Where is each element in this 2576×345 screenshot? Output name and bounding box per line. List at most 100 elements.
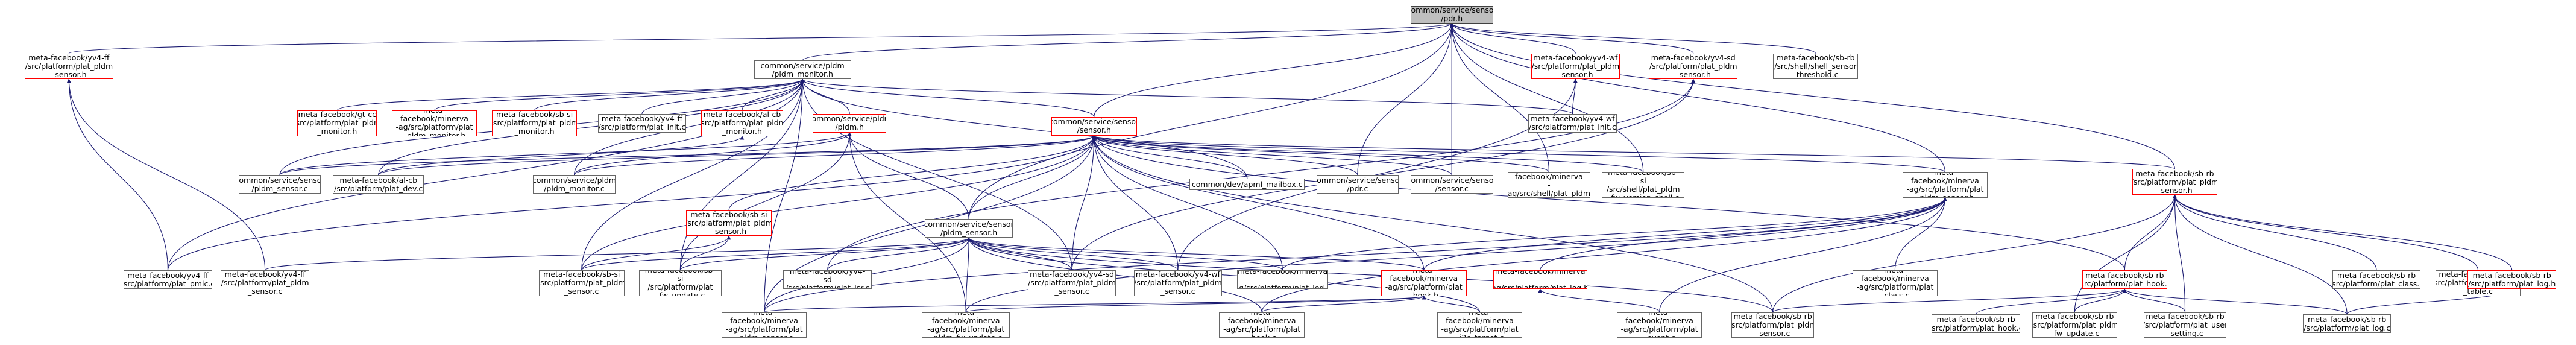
edge-minerva_led-to-pldm_sensor_h (966, 237, 1283, 271)
edge-sbrb_sensor_table-to-sbrb_sensor_h (2173, 194, 2479, 271)
node-sensor-c[interactable]: common/service/sensor /sensor.c (1410, 175, 1493, 194)
node-pldm-monitor-c[interactable]: common/service/pldm /pldm_monitor.c (533, 175, 616, 194)
edge-minerva_pldm_sensor_c-to-minerva_hook_h (764, 295, 1426, 313)
node-minerva-plat-hook-h[interactable]: meta-facebook/minerva -ag/src/platform/p… (1381, 270, 1467, 296)
node-yv4sd-plat-isr-c[interactable]: meta-facebook/yv4-sd /src/platform/plat_… (783, 270, 872, 290)
edge-yv4wf_init-to-pldm_monitor_h (801, 78, 1573, 115)
node-minerva-plat-event-c[interactable]: meta-facebook/minerva -ag/src/platform/p… (1616, 312, 1702, 338)
edge-sbrb_fw_update-to-sbrb_hook_h (2074, 288, 2127, 312)
node-pldm-h[interactable]: common/service/pldm /pldm.h (813, 113, 887, 133)
node-gtcc-plat-pldm-monitor-h[interactable]: meta-facebook/gt-cc /src/platform/plat_p… (297, 110, 377, 136)
node-sbrb-plat-pldm-fw-update-c[interactable]: meta-facebook/sb-rb /src/platform/plat_p… (2032, 312, 2118, 338)
node-alcb-plat-dev-c[interactable]: meta-facebook/al-cb /src/platform/plat_d… (332, 175, 424, 194)
node-yv4sd-plat-pldm-sensor-h[interactable]: meta-facebook/yv4-sd /src/platform/plat_… (1649, 53, 1737, 80)
edge-pdr_c-to-root (1357, 22, 1454, 176)
edge-alcb_dev-to-alcb_monitor (378, 135, 745, 176)
node-sbsi-plat-pldm-monitor-h[interactable]: meta-facebook/sb-si /src/platform/plat_p… (491, 110, 578, 136)
node-alcb-plat-pldm-monitor-h[interactable]: meta-facebook/al-cb /src/platform/plat_p… (701, 110, 784, 136)
edge-sbrb_sensor_h-to-root (1449, 22, 2175, 169)
edge-pldm_h-to-pldm_monitor_h (800, 78, 850, 114)
node-minerva-plat-i2c-target-c[interactable]: meta-facebook/minerva -ag/src/platform/p… (1437, 312, 1523, 338)
node-sbrb-plat-pldm-sensor-h[interactable]: meta-facebook/sb-rb /src/platform/plat_p… (2132, 169, 2218, 195)
node-yv4sd-plat-pldm-sensor-c[interactable]: meta-facebook/yv4-sd /src/platform/plat_… (1027, 270, 1116, 296)
edge-minerva_event-to-minerva_pldm_sensor_h (1659, 197, 1947, 312)
edge-yv4sd_isr-to-yv4sd_sensor_h (827, 78, 1696, 271)
edge-yv4sd_isr-to-pldm_sensor_h (827, 237, 971, 271)
node-minerva-plat-pldm-monitor-h[interactable]: meta-facebook/minerva -ag/src/platform/p… (391, 110, 477, 136)
edge-yv4ff_sensor_h-to-root (68, 22, 1453, 54)
node-yv4ff-plat-pldm-sensor-c[interactable]: meta-facebook/yv4-ff /src/platform/plat_… (221, 270, 309, 296)
edge-sbrb_pldm_sensor_c-to-sbrb_hook_h (1772, 288, 2127, 313)
node-sbrb-plat-pldm-sensor-c[interactable]: meta-facebook/sb-rb /src/platform/plat_p… (1731, 312, 1815, 338)
node-sbrb-plat-user-setting-c[interactable]: meta-facebook/sb-rb /src/platform/plat_u… (2144, 312, 2226, 338)
node-pldm-sensor-h[interactable]: common/service/sensor /pldm_sensor.h (924, 219, 1013, 238)
node-sensor-h[interactable]: common/service/sensor /sensor.h (1051, 116, 1137, 136)
node-yv4ff-plat-pldm-sensor-h[interactable]: meta-facebook/yv4-ff /src/platform/plat_… (25, 53, 113, 80)
edge-minerva_hook_h-to-sensor_h (1092, 135, 1425, 271)
node-yv4wf-plat-pldm-sensor-c[interactable]: meta-facebook/yv4-wf /src/platform/plat_… (1133, 270, 1223, 296)
node-sbsi-plat-pldm-fw-version-shell-c[interactable]: meta-facebook/sb-si /src/shell/plat_pldm… (1602, 172, 1685, 198)
edge-minerva_led-to-sensor_h (1092, 135, 1283, 271)
node-sbsi-plat-fw-update-c[interactable]: meta-facebook/sb-si /src/platform/plat _… (639, 270, 722, 296)
edge-yv4sd_sensor_h-to-root (1449, 22, 1694, 54)
node-apml-mailbox-c[interactable]: common/dev/apml_mailbox.c (1189, 178, 1305, 191)
edge-sbrb_threshold_c-to-root (1450, 22, 1816, 54)
edge-minerva_pldm_sensor_c-to-pldm_monitor_h (764, 78, 805, 312)
edge-minerva_hook_h-to-pldm_sensor_h (966, 237, 1425, 271)
edge-minerva_hook_c-to-minerva_pldm_sensor_h (1261, 197, 1947, 312)
edge-ipmi_mailbox-to-sensor_h (1092, 135, 1248, 179)
edge-minerva_event-to-minerva_log_h (1538, 288, 1660, 312)
edge-minerva_fw_update-to-pldm_h (847, 132, 966, 312)
node-pldm-sensor-c[interactable]: common/service/sensor /pldm_sensor.c (238, 175, 321, 194)
edge-sbrb_sensor_h-to-sensor_h (1092, 135, 2175, 169)
edge-alcb_dev-to-sensor_h (378, 135, 1096, 176)
node-sbrb-plat-class-c[interactable]: meta-facebook/sb-rb /src/platform/plat_c… (2332, 270, 2421, 290)
edge-yv4ff_sensor_c-to-yv4ff_sensor_h (67, 78, 266, 271)
node-sbsi-plat-pldm-sensor-h[interactable]: meta-facebook/sb-si /src/platform/plat_p… (686, 210, 772, 236)
edge-pldm_sensor_c-to-pldm_h (279, 132, 852, 176)
edge-minerva_fw_version-to-sensor_h (1092, 135, 1549, 172)
node-minerva-plat-led-c[interactable]: meta-facebook/minerva -ag/src/platform/p… (1236, 270, 1329, 290)
node-minerva-plat-hook-c[interactable]: meta-facebook/minerva -ag/src/platform/p… (1219, 312, 1305, 338)
node-minerva-plat-pldm-sensor-c[interactable]: meta-facebook/minerva -ag/src/platform/p… (721, 312, 807, 338)
edge-minerva_pldm_sensor_c-to-minerva_pldm_sensor_h (764, 197, 1947, 312)
node-minerva-plat-class-c[interactable]: meta-facebook/minerva -ag/src/platform/p… (1852, 270, 1938, 296)
node-pdr-c[interactable]: common/service/sensor /pdr.c (1316, 175, 1399, 194)
edge-sbsi_fw_update-to-pldm_h (679, 132, 852, 271)
edge-sbrb_log_c-to-sbrb_sensor_h (2173, 194, 2348, 315)
edge-alcb_dev-to-pldm_monitor_h (378, 78, 805, 176)
edge-sensor_h-to-pldm_monitor_h (800, 78, 1095, 117)
edge-sbrb_pldm_sensor_c-to-pldm_sensor_h (966, 237, 1774, 312)
node-sbrb-plat-log-h[interactable]: meta-facebook/sb-rb /src/platform/plat_l… (2467, 270, 2556, 290)
edge-sbrb_class-to-sbrb_sensor_h (2173, 194, 2377, 271)
edge-sbrb_hook_c-to-sbrb_hook_h (1976, 288, 2127, 315)
node-yv4ff-plat-init-c[interactable]: meta-facebook/yv4-ff /src/platform/plat_… (597, 113, 687, 133)
edge-minerva_monitor-to-pldm_monitor_h (433, 78, 805, 111)
edge-sbsi_sensor_c-to-pldm_monitor_h (581, 78, 805, 271)
edge-sbsi_fw_update-to-sbsi_sensor_h (679, 235, 731, 271)
node-sbrb-plat-log-c[interactable]: meta-facebook/sb-rb /src/platform/plat_l… (2302, 314, 2392, 334)
node-sbrb-plat-hook-c[interactable]: meta-facebook/sb-rb /src/platform/plat_h… (1932, 314, 2020, 334)
node-pldm-monitor-h[interactable]: common/service/pldm /pldm_monitor.h (754, 60, 851, 80)
edge-sbrb_pldm_sensor_c-to-sensor_h (1092, 135, 1774, 312)
node-yv4wf-plat-pldm-sensor-h[interactable]: meta-facebook/yv4-wf /src/platform/plat_… (1531, 53, 1620, 80)
node-minerva-plat-log-h[interactable]: meta-facebook/minerva -ag/src/platform/p… (1493, 270, 1587, 290)
node-sbrb-shell-sensor-threshold-c[interactable]: meta-facebook/sb-rb /src/shell/shell_sen… (1772, 53, 1859, 80)
node-sbrb-plat-hook-h[interactable]: meta-facebook/sb-rb /src/platform/plat_h… (2082, 270, 2168, 290)
edge-sbsi_sensor_c-to-pldm_sensor_h (581, 237, 971, 271)
node-minerva-plat-pldm-fw-version-shell-c[interactable]: meta-facebook/minerva -ag/src/shell/plat… (1508, 172, 1590, 198)
edge-pldm_sensor_h-to-root (968, 22, 1454, 220)
node-yv4wf-plat-init-c[interactable]: meta-facebook/yv4-wf /src/platform/plat_… (1528, 113, 1617, 133)
node-yv4ff-plat-pmic-c[interactable]: meta-facebook/yv4-ff /src/platform/plat_… (124, 270, 212, 290)
edge-yv4wf_sensor_h-to-root (1449, 22, 1576, 54)
edge-sbsi_sensor_h-to-sensor_h (728, 135, 1096, 210)
edge-sensor_h-to-root (1094, 22, 1454, 117)
edge-sensor_c-to-sensor_h (1092, 135, 1452, 176)
node-sbsi-plat-pldm-sensor-c[interactable]: meta-facebook/sb-si /src/platform/plat_p… (538, 270, 625, 296)
edge-yv4sd_sensor_c-to-pldm_sensor_h (966, 237, 1072, 271)
node-minerva-plat-pldm-sensor-h[interactable]: meta-facebook/minerva -ag/src/platform/p… (1902, 172, 1988, 198)
node-minerva-plat-pldm-fw-update-c[interactable]: meta-facebook/minerva -ag/src/platform/p… (921, 312, 1010, 338)
edge-sbrb_user_setting-to-sbrb_hook_h (2123, 288, 2186, 312)
edge-yv4wf_sensor_c-to-sensor_h (1092, 135, 1179, 271)
